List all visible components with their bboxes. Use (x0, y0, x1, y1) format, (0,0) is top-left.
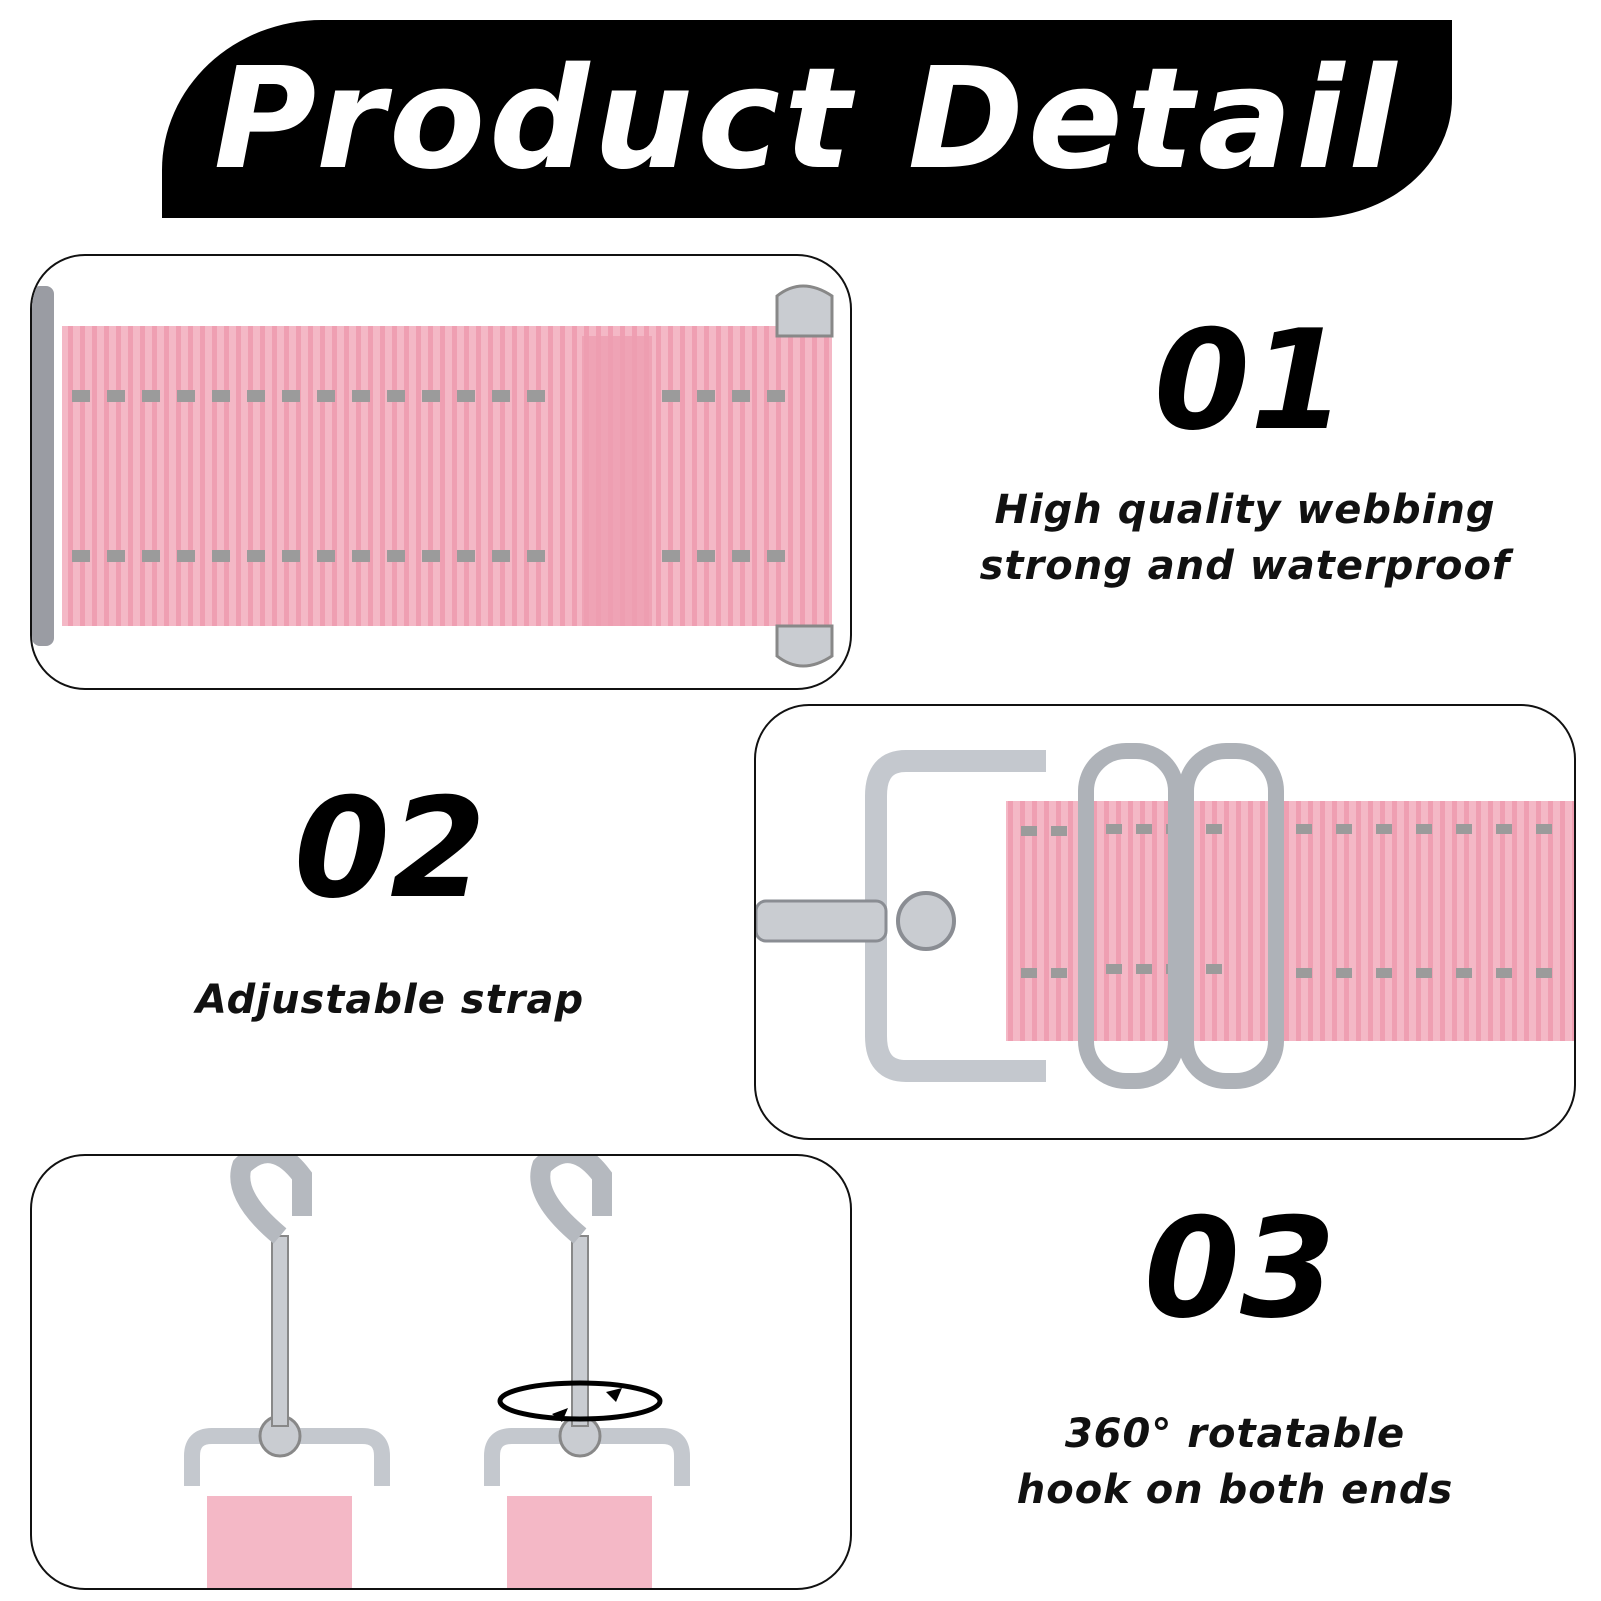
adjuster-photo (754, 704, 1576, 1140)
feature-number-02: 02 (293, 768, 487, 929)
hooks-illustration (184, 1156, 690, 1588)
caption-line: hook on both ends (1016, 1467, 1454, 1513)
feature-number-03: 03 (1143, 1188, 1337, 1349)
feature-number-01: 01 (1153, 300, 1347, 461)
page-title: Product Detail (213, 37, 1401, 201)
webbing-photo (30, 254, 852, 690)
adjuster-illustration (756, 743, 1574, 1089)
caption-line: High quality webbing (994, 487, 1496, 533)
feature-caption-03: 360° rotatable hook on both ends (910, 1406, 1560, 1518)
feature-caption-02: Adjustable strap (90, 972, 690, 1028)
hook-right (484, 1156, 690, 1588)
hooks-photo (30, 1154, 852, 1590)
title-banner: Product Detail (162, 20, 1452, 218)
webbing-illustration (32, 284, 834, 668)
feature-caption-01: High quality webbing strong and waterpro… (920, 482, 1570, 594)
hook-left (184, 1156, 390, 1588)
caption-line: strong and waterproof (979, 543, 1511, 589)
caption-line: Adjustable strap (195, 977, 585, 1023)
caption-line: 360° rotatable (1064, 1411, 1406, 1457)
